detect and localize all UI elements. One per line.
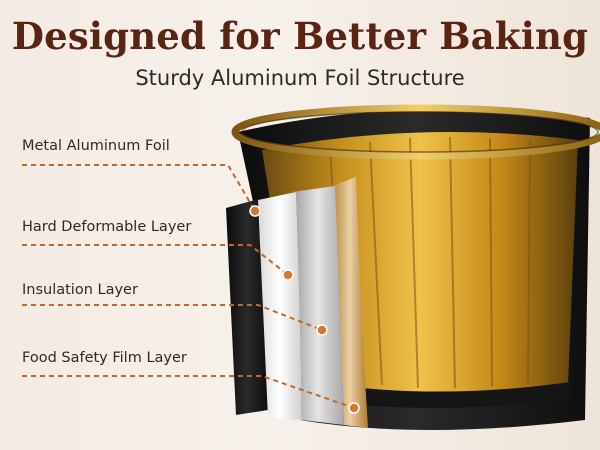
label-metal-aluminum-foil: Metal Aluminum Foil — [22, 138, 170, 154]
layer-foil — [332, 176, 368, 428]
marker-insulation — [316, 324, 328, 336]
marker-metal-foil — [249, 205, 261, 217]
label-hard-deformable-layer: Hard Deformable Layer — [22, 219, 192, 235]
cup-rim — [231, 104, 600, 160]
subheadline: Sturdy Aluminum Foil Structure — [135, 66, 465, 90]
marker-film — [348, 402, 360, 414]
layer-black — [226, 198, 268, 415]
layer-white — [258, 192, 302, 420]
headline: Designed for Better Baking — [11, 14, 589, 58]
leader-insulation — [22, 304, 323, 331]
leader-metal-foil — [22, 164, 256, 212]
label-insulation-layer: Insulation Layer — [22, 282, 138, 298]
layer-grey — [292, 186, 344, 425]
label-food-safety-film-layer: Food Safety Film Layer — [22, 350, 187, 366]
leader-hard-layer — [22, 244, 289, 276]
marker-hard-layer — [282, 269, 294, 281]
